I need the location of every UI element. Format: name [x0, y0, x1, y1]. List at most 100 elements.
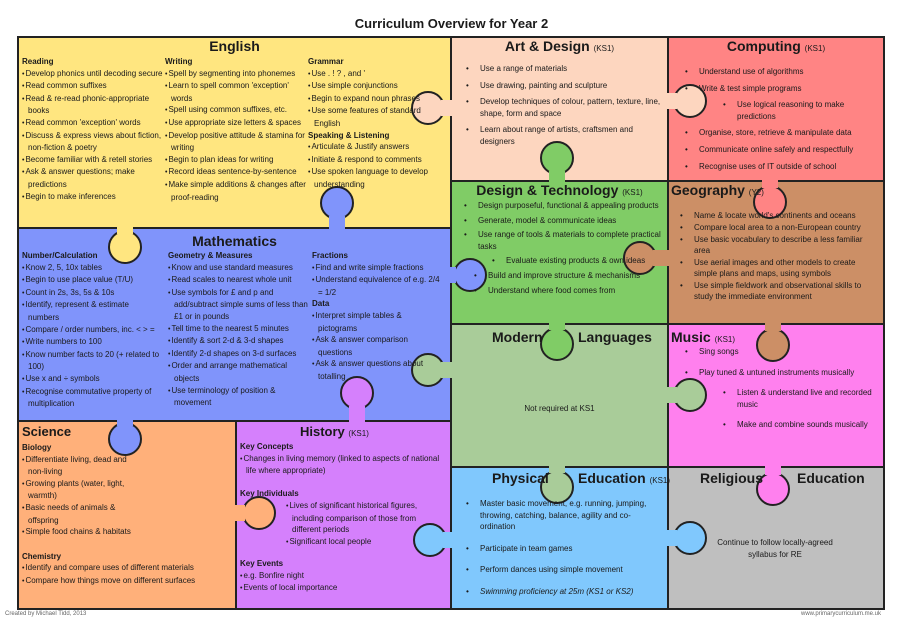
list-item: Master basic movement, e.g. running, jum…	[466, 498, 662, 533]
section-heading: Reading	[22, 57, 54, 66]
speaking-list: Articulate & Justify answersInitiate & r…	[308, 141, 442, 190]
re-text: Continue to follow locally-agreed syllab…	[717, 538, 833, 559]
list-item: Use basic vocabulary to describe a less …	[680, 234, 880, 256]
concepts-list: Changes in living memory (linked to aspe…	[240, 453, 440, 477]
list-item: Compare / order numbers, inc. < > =	[22, 324, 162, 337]
section-heading: Biology	[22, 443, 52, 452]
list-item: Build and improve structure & mechanisms	[474, 270, 664, 282]
puzzle-knob	[540, 327, 574, 361]
puzzle-knob-neck	[448, 267, 456, 283]
data-list: Interpret simple tables & pictogramsAsk …	[312, 310, 442, 383]
list-item: Understand where food comes from	[474, 285, 664, 297]
list-item: Identify & sort 2-d & 3-d shapes	[168, 335, 310, 348]
computing-title: Computing (KS1)	[667, 38, 885, 57]
pe-content: Master basic movement, e.g. running, jum…	[466, 498, 662, 608]
computing-list: Understand use of algorithmsWrite & test…	[685, 66, 881, 172]
events-list: e.g. Bonfire nightEvents of local import…	[240, 570, 440, 595]
puzzle-knob-neck	[665, 93, 677, 109]
re-title-a: Religious	[700, 470, 764, 486]
puzzle-knob-neck	[441, 100, 453, 116]
list-item: Basic needs of animals & offspring	[22, 502, 132, 526]
list-item: Read & re-read phonic-appropriate books	[22, 93, 164, 117]
list-item: Simple food chains & habitats	[22, 526, 132, 539]
puzzle-knob	[108, 230, 142, 264]
history-tag: (KS1)	[348, 429, 369, 438]
list-item: Ask & answer questions about totalling	[312, 358, 442, 382]
puzzle-knob-neck	[765, 321, 781, 331]
geography-list: Name & locate world's continents and oce…	[680, 210, 880, 302]
list-item: Identify, represent & estimate numbers	[22, 299, 162, 323]
maths-number: Number/Calculation Know 2, 5, 10x tables…	[22, 250, 162, 410]
pe-tag: (KS1)	[649, 476, 671, 485]
list-item: Events of local importance	[240, 582, 440, 595]
geometry-list: Know and use standard measuresRead scale…	[168, 262, 310, 409]
list-item: Develop positive attitude & stamina for …	[165, 130, 308, 154]
puzzle-knob-neck	[443, 532, 453, 548]
fractions-list: Find and write simple fractionsUnderstan…	[312, 262, 442, 299]
page-title: Curriculum Overview for Year 2	[354, 16, 549, 31]
list-item: Read common suffixes	[22, 80, 164, 93]
list-item: Understand use of algorithms	[685, 66, 881, 78]
music-content: Sing songsPlay tuned & untuned instrumen…	[685, 346, 883, 440]
list-item: Identify and compare uses of different m…	[22, 562, 227, 575]
list-item: e.g. Bonfire night	[240, 570, 440, 583]
pe-title-a: Physical	[492, 470, 549, 486]
list-item: Learn to spell common 'exception' words	[165, 80, 308, 104]
dt-title-text: Design & Technology	[476, 182, 619, 198]
english-reading: Reading Develop phonics until decoding s…	[22, 56, 164, 203]
list-item: Interpret simple tables & pictograms	[312, 310, 442, 334]
puzzle-knob-neck	[665, 530, 677, 546]
list-item: Learn about range of artists, craftsmen …	[466, 124, 666, 147]
list-item: Use x and ÷ symbols	[22, 373, 162, 386]
list-item: Use . ! ? , and '	[308, 68, 442, 81]
puzzle-knob-neck	[665, 387, 677, 403]
computing-title-text: Computing	[726, 38, 801, 54]
number-list: Know 2, 5, 10x tablesBegin to use place …	[22, 262, 162, 410]
pe-title-b: Education (KS1)	[578, 470, 670, 489]
maths-title: Mathematics	[192, 233, 277, 249]
list-item: Evaluate existing products & own ideas	[492, 255, 664, 267]
puzzle-knob-neck	[549, 321, 565, 330]
footer-website[interactable]: www.primarycurriculum.me.uk	[800, 611, 881, 617]
list-item: Begin to plan ideas for writing	[165, 154, 308, 167]
music-tag: (KS1)	[714, 335, 736, 344]
puzzle-knob-neck	[765, 464, 781, 475]
art-title-text: Art & Design	[504, 38, 590, 54]
list-item: Name & locate world's continents and oce…	[680, 210, 880, 221]
list-item: Communicate online safely and respectful…	[685, 144, 881, 156]
list-item: Identify 2-d shapes on 3-d surfaces	[168, 348, 310, 361]
history-individuals-heading-wrap: Key Individuals	[240, 488, 440, 500]
puzzle-knob-neck	[549, 464, 565, 473]
section-heading: Data	[312, 299, 330, 309]
english-title: English	[209, 38, 260, 54]
music-title-text: Music	[671, 329, 711, 345]
art-list: Use a range of materialsUse drawing, pai…	[466, 63, 666, 148]
puzzle-knob-neck	[549, 171, 565, 183]
list-item: Articulate & Justify answers	[308, 141, 442, 154]
section-heading: Writing	[165, 57, 193, 66]
pe-list: Master basic movement, e.g. running, jum…	[466, 498, 662, 598]
list-item: Use simple fieldwork and observational s…	[680, 280, 880, 302]
list-item: Use symbols for £ and p and add/subtract…	[168, 287, 310, 323]
footer-credit: Created by Michael Tidd, 2013	[5, 611, 87, 617]
puzzle-knob-neck	[329, 216, 345, 230]
section-heading: Chemistry	[22, 551, 62, 561]
puzzle-knob-neck	[441, 362, 453, 378]
science-title: Science	[22, 424, 72, 439]
list-item: Use logical reasoning to make prediction…	[723, 99, 881, 122]
dt-tag: (KS1)	[622, 188, 643, 197]
list-item: Know 2, 5, 10x tables	[22, 262, 162, 275]
list-item: Write & test simple programs	[685, 83, 881, 95]
art-content: Use a range of materialsUse drawing, pai…	[466, 63, 666, 153]
list-item: Use a range of materials	[466, 63, 666, 75]
puzzle-knob	[242, 496, 276, 530]
section-heading: Key Individuals	[240, 489, 299, 498]
english-grammar: Grammar Use . ! ? , and 'Use simple conj…	[308, 56, 442, 191]
history-title-text: History	[300, 424, 345, 439]
list-item: Begin to make inferences	[22, 191, 164, 204]
dt-title: Design & Technology (KS1)	[450, 182, 669, 201]
list-item: Read common 'exception' words	[22, 117, 164, 130]
list-item: Organise, store, retrieve & manipulate d…	[685, 127, 881, 139]
list-item: Use terminology of position & movement	[168, 385, 310, 409]
list-item: Ask & answer questions; make predictions	[22, 166, 164, 190]
